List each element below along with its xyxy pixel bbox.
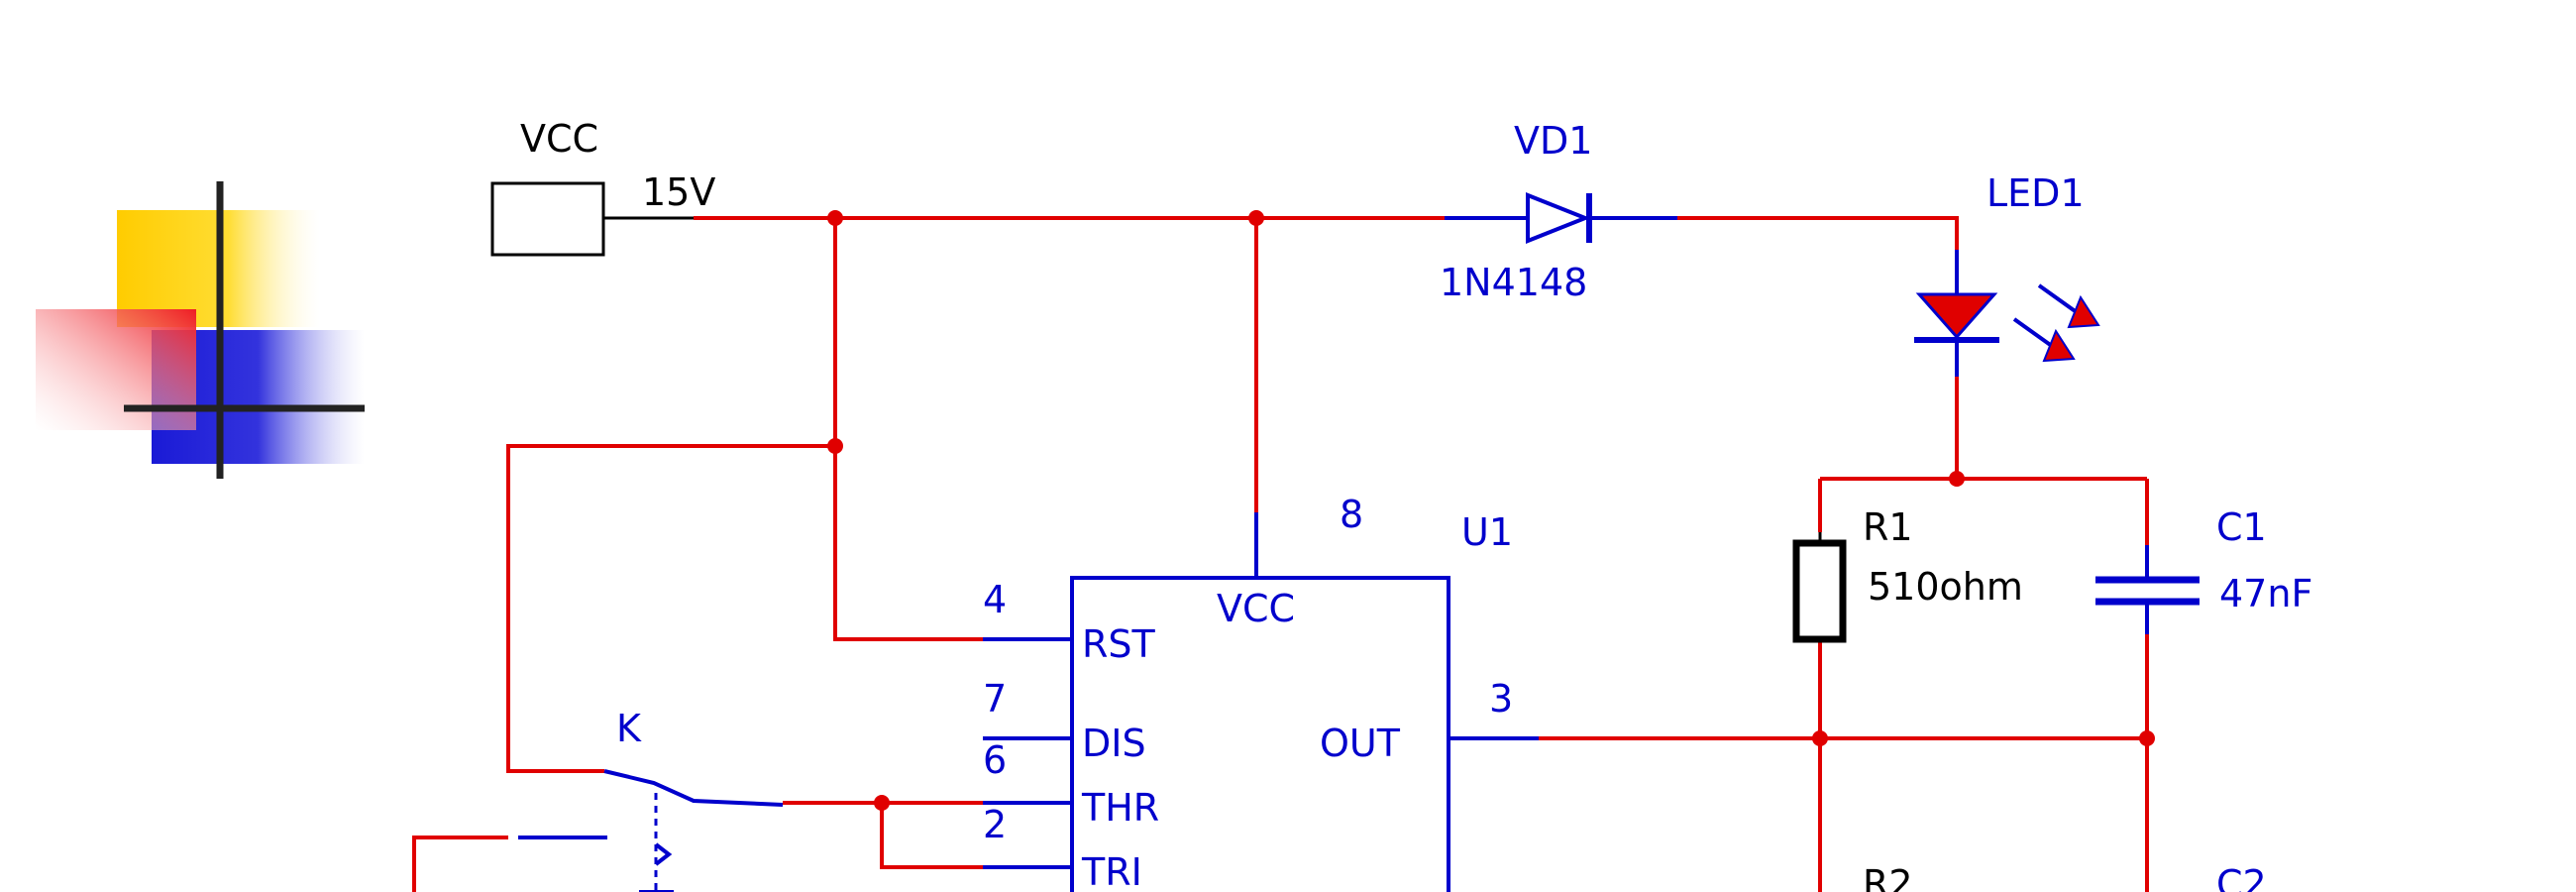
junction-dot [1812,730,1828,746]
r2-ref-label: R2 [1863,862,1913,892]
junction-dot [827,210,843,226]
switch-ref-label: K [616,707,642,750]
ic-pin8-number: 8 [1340,493,1363,536]
ic-u1: U1 8 VCC 4 RST 7 DIS 6 THR 2 TRI 3 OUT [983,493,1539,892]
logo-red-square [36,309,196,430]
vcc-net-label: VCC [520,117,598,161]
led-led1: LED1 [1914,171,2100,377]
junction-dot [1248,210,1264,226]
ic-pin-tri-number: 2 [983,803,1007,846]
junction-dots [827,210,2155,811]
wire-switch-left [412,836,508,892]
ic-pin-out-number: 3 [1489,677,1513,721]
resistor-r2: R2 [1863,862,1913,892]
decorative-logo [36,181,365,479]
vcc-source: VCC 15V [490,117,715,257]
c2-ref-label: C2 [2216,862,2267,892]
wire-switch-feed [506,444,835,773]
red-wires [412,216,2149,892]
vcc-box [490,181,605,257]
ic-pin-tri-label: TRI [1081,850,1142,892]
ic-pin-thr-label: THR [1081,786,1159,830]
r1-ref-label: R1 [1863,505,1913,549]
switch-spring [654,842,673,866]
led-emission-arrow [2012,317,2058,351]
junction-dot [827,438,843,454]
diode-body [1526,192,1591,244]
ic-pin-dis-label: DIS [1082,722,1146,765]
ic-pin-out-label: OUT [1320,722,1401,765]
ic-ref-label: U1 [1461,510,1513,554]
capacitor-c2: C2 [2216,862,2267,892]
ic-pin-rst-label: RST [1082,622,1156,666]
switch-k: K [518,707,784,892]
diode-ref-label: VD1 [1514,119,1592,163]
diode-part-label: 1N4148 [1440,261,1587,304]
c1-value-label: 47nF [2219,572,2312,615]
r1-body [1792,539,1847,643]
ic-pin-rst-number: 4 [983,578,1007,621]
wire-diode-to-led [1677,216,1959,250]
capacitor-c1: C1 47nF [2095,505,2312,634]
ic-pin-thr-number: 6 [983,738,1007,782]
c1-ref-label: C1 [2216,505,2267,549]
led-body [1915,292,1998,340]
ic-pin-dis-number: 7 [983,677,1007,721]
led-emission-arrowhead [2042,328,2076,363]
junction-dot [1949,471,1965,487]
junction-dot [2139,730,2155,746]
ic-vcc-label: VCC [1217,587,1295,630]
junction-dot [874,795,890,811]
ic-body [1070,576,1450,892]
r1-value-label: 510ohm [1868,565,2023,609]
wire-tri-loop [880,803,983,869]
diode-vd1: VD1 1N4148 [1440,119,1677,304]
led-emission-arrow [2037,283,2083,317]
wire-vcc-to-rst [833,218,983,641]
vcc-voltage-label: 15V [642,170,715,214]
resistor-r1: R1 510ohm [1792,505,2023,643]
led-ref-label: LED1 [1986,171,2085,215]
switch-lever [603,769,784,807]
led-emission-arrowhead [2067,294,2100,329]
